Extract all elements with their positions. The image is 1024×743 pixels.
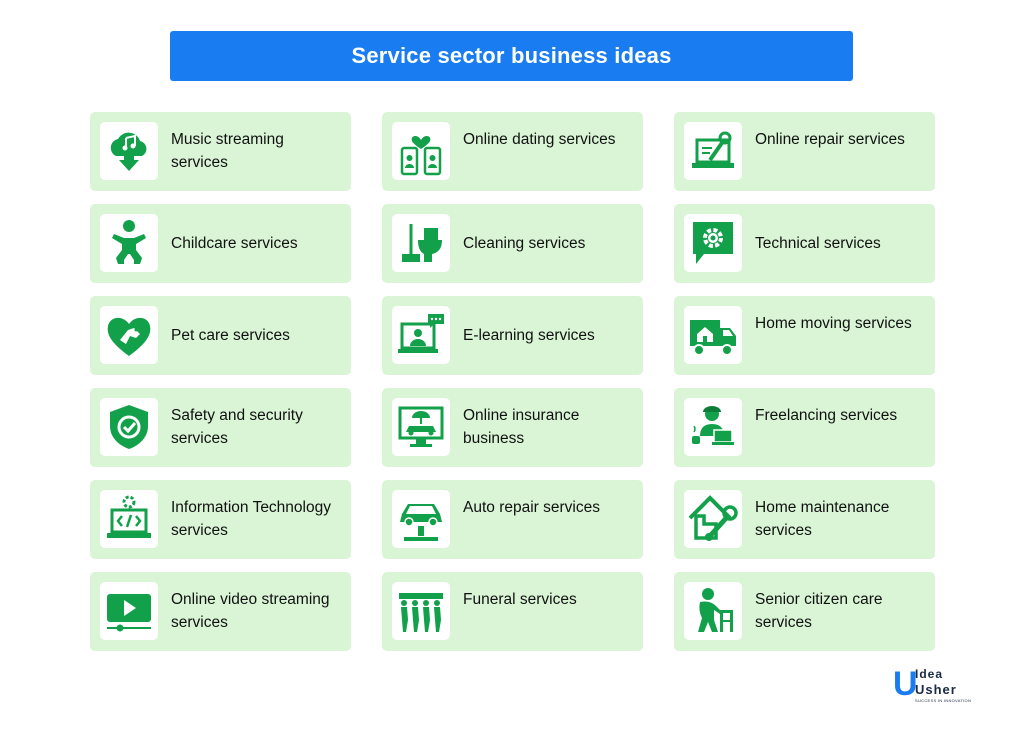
service-label: Cleaning services bbox=[463, 235, 586, 252]
monitor-car-umbrella-icon bbox=[392, 398, 450, 456]
child-icon bbox=[100, 214, 158, 272]
service-label: Online dating services bbox=[463, 131, 616, 148]
service-label: Music streaming services bbox=[171, 131, 284, 171]
service-label: Information Technology services bbox=[171, 499, 331, 539]
monitor-teacher-icon bbox=[392, 306, 450, 364]
service-card: Online dating services bbox=[382, 112, 643, 191]
service-label: Home maintenance services bbox=[755, 499, 890, 539]
service-label: Childcare services bbox=[171, 235, 298, 252]
service-label: Pet care services bbox=[171, 327, 290, 344]
service-card: Auto repair services bbox=[382, 480, 643, 559]
service-label: Safety and security services bbox=[171, 407, 303, 447]
play-screen-icon bbox=[100, 582, 158, 640]
house-wrench-icon bbox=[684, 490, 742, 548]
service-card: Technical services bbox=[674, 204, 935, 283]
service-card: E-learning services bbox=[382, 296, 643, 375]
service-label: Auto repair services bbox=[463, 499, 600, 516]
service-label: Online insurance business bbox=[463, 407, 580, 447]
service-label: Senior citizen care services bbox=[755, 591, 883, 631]
service-label: Home moving services bbox=[755, 315, 912, 332]
service-card: Cleaning services bbox=[382, 204, 643, 283]
gear-chat-icon bbox=[684, 214, 742, 272]
toilet-broom-icon bbox=[392, 214, 450, 272]
logo-tagline: SUCCESS IN INNOVATION bbox=[915, 698, 972, 703]
laptop-code-icon bbox=[100, 490, 158, 548]
heart-phones-icon bbox=[392, 122, 450, 180]
service-label: Technical services bbox=[755, 235, 881, 252]
service-label: Freelancing services bbox=[755, 407, 898, 424]
service-label: Funeral services bbox=[463, 591, 577, 608]
pallbearers-icon bbox=[392, 582, 450, 640]
logo-letter: U bbox=[893, 665, 918, 703]
moving-truck-icon bbox=[684, 306, 742, 364]
service-label: E-learning services bbox=[463, 327, 595, 344]
service-card: Safety and security services bbox=[90, 388, 351, 467]
service-card: Pet care services bbox=[90, 296, 351, 375]
laptop-wrench-icon bbox=[684, 122, 742, 180]
service-label: Online video streaming services bbox=[171, 591, 330, 631]
cloud-music-icon bbox=[100, 122, 158, 180]
service-label: Online repair services bbox=[755, 131, 905, 148]
heart-paw-icon bbox=[100, 306, 158, 364]
page-title-banner: Service sector business ideas bbox=[170, 31, 853, 81]
service-card: Online repair services bbox=[674, 112, 935, 191]
service-card: Online insurance business bbox=[382, 388, 643, 467]
service-card: Home maintenance services bbox=[674, 480, 935, 559]
service-grid: Music streaming services Online dating s… bbox=[90, 112, 935, 651]
service-card: Information Technology services bbox=[90, 480, 351, 559]
logo-line2: Usher bbox=[915, 682, 957, 697]
service-card: Freelancing services bbox=[674, 388, 935, 467]
shield-check-icon bbox=[100, 398, 158, 456]
service-card: Childcare services bbox=[90, 204, 351, 283]
service-card: Home moving services bbox=[674, 296, 935, 375]
idea-usher-logo: U Idea Usher SUCCESS IN INNOVATION bbox=[893, 665, 985, 705]
elder-walker-icon bbox=[684, 582, 742, 640]
service-card: Music streaming services bbox=[90, 112, 351, 191]
logo-line1: Idea bbox=[915, 667, 944, 681]
service-card: Online video streaming services bbox=[90, 572, 351, 651]
car-lift-icon bbox=[392, 490, 450, 548]
service-card: Funeral services bbox=[382, 572, 643, 651]
service-card: Senior citizen care services bbox=[674, 572, 935, 651]
page-title: Service sector business ideas bbox=[351, 43, 672, 68]
person-laptop-icon bbox=[684, 398, 742, 456]
